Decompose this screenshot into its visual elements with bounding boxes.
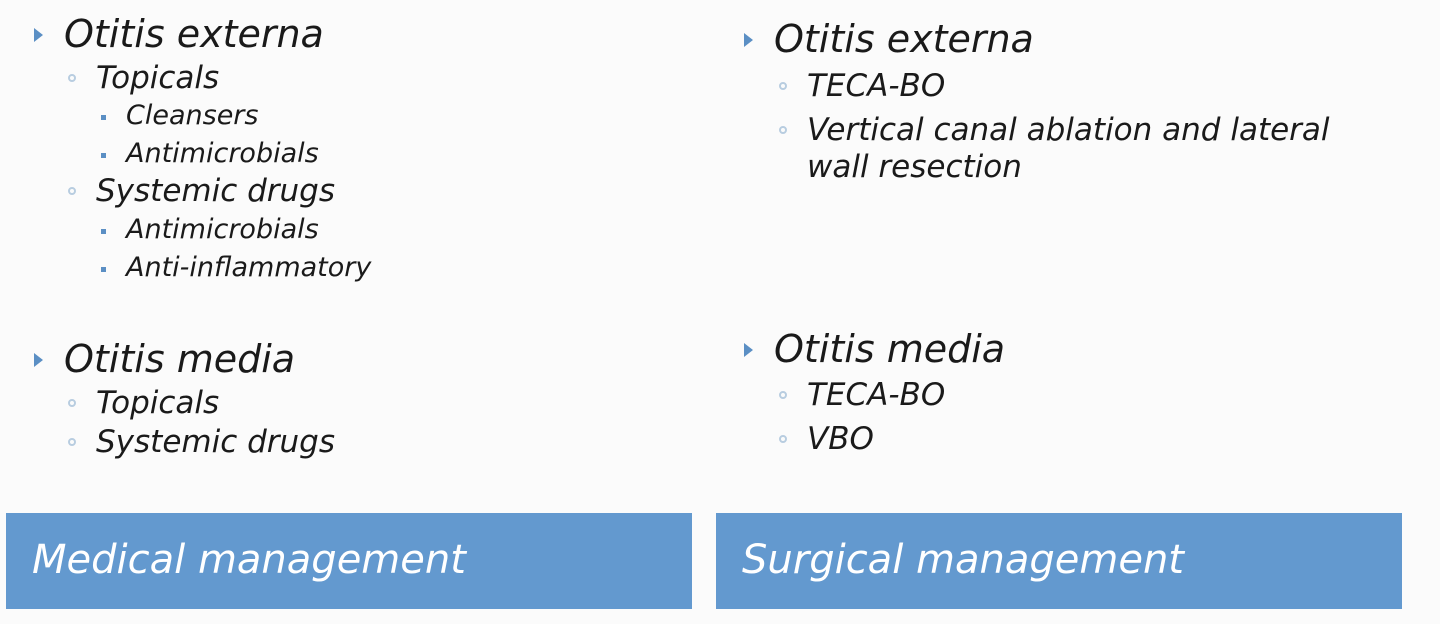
- circle-bullet-icon: [779, 391, 787, 399]
- list-item: Topicals: [96, 385, 220, 421]
- banner-title: Surgical management: [742, 537, 1184, 583]
- circle-bullet-icon: [779, 435, 787, 443]
- list-item: Vertical canal ablation and lateral: [807, 112, 1330, 148]
- list-item: Antimicrobials: [126, 138, 319, 169]
- triangle-bullet-icon: [744, 343, 753, 357]
- list-item: Anti-inflammatory: [126, 252, 372, 283]
- circle-bullet-icon: [68, 74, 76, 82]
- medical-topicals: Topicals: [96, 60, 220, 96]
- list-item: VBO: [807, 421, 874, 457]
- list-item: Cleansers: [126, 100, 259, 131]
- list-item: Systemic drugs: [96, 424, 336, 460]
- circle-bullet-icon: [68, 438, 76, 446]
- list-item: TECA-BO: [807, 377, 946, 413]
- circle-bullet-icon: [779, 126, 787, 134]
- surgical-management-banner: Surgical management: [716, 513, 1402, 609]
- square-bullet-icon: [101, 229, 106, 234]
- surgical-media-heading: Otitis media: [774, 327, 1006, 371]
- square-bullet-icon: [101, 115, 106, 120]
- square-bullet-icon: [101, 153, 106, 158]
- list-item-continuation: wall resection: [807, 149, 1022, 185]
- list-item: Antimicrobials: [126, 214, 319, 245]
- medical-management-banner: Medical management: [6, 513, 692, 609]
- surgical-externa-heading: Otitis externa: [774, 17, 1034, 61]
- triangle-bullet-icon: [34, 28, 43, 42]
- list-item: TECA-BO: [807, 68, 946, 104]
- circle-bullet-icon: [68, 187, 76, 195]
- circle-bullet-icon: [68, 399, 76, 407]
- square-bullet-icon: [101, 267, 106, 272]
- medical-media-heading: Otitis media: [64, 337, 296, 381]
- triangle-bullet-icon: [34, 353, 43, 367]
- triangle-bullet-icon: [744, 33, 753, 47]
- circle-bullet-icon: [779, 82, 787, 90]
- medical-externa-heading: Otitis externa: [64, 12, 324, 56]
- banner-title: Medical management: [32, 537, 466, 583]
- medical-systemic: Systemic drugs: [96, 173, 336, 209]
